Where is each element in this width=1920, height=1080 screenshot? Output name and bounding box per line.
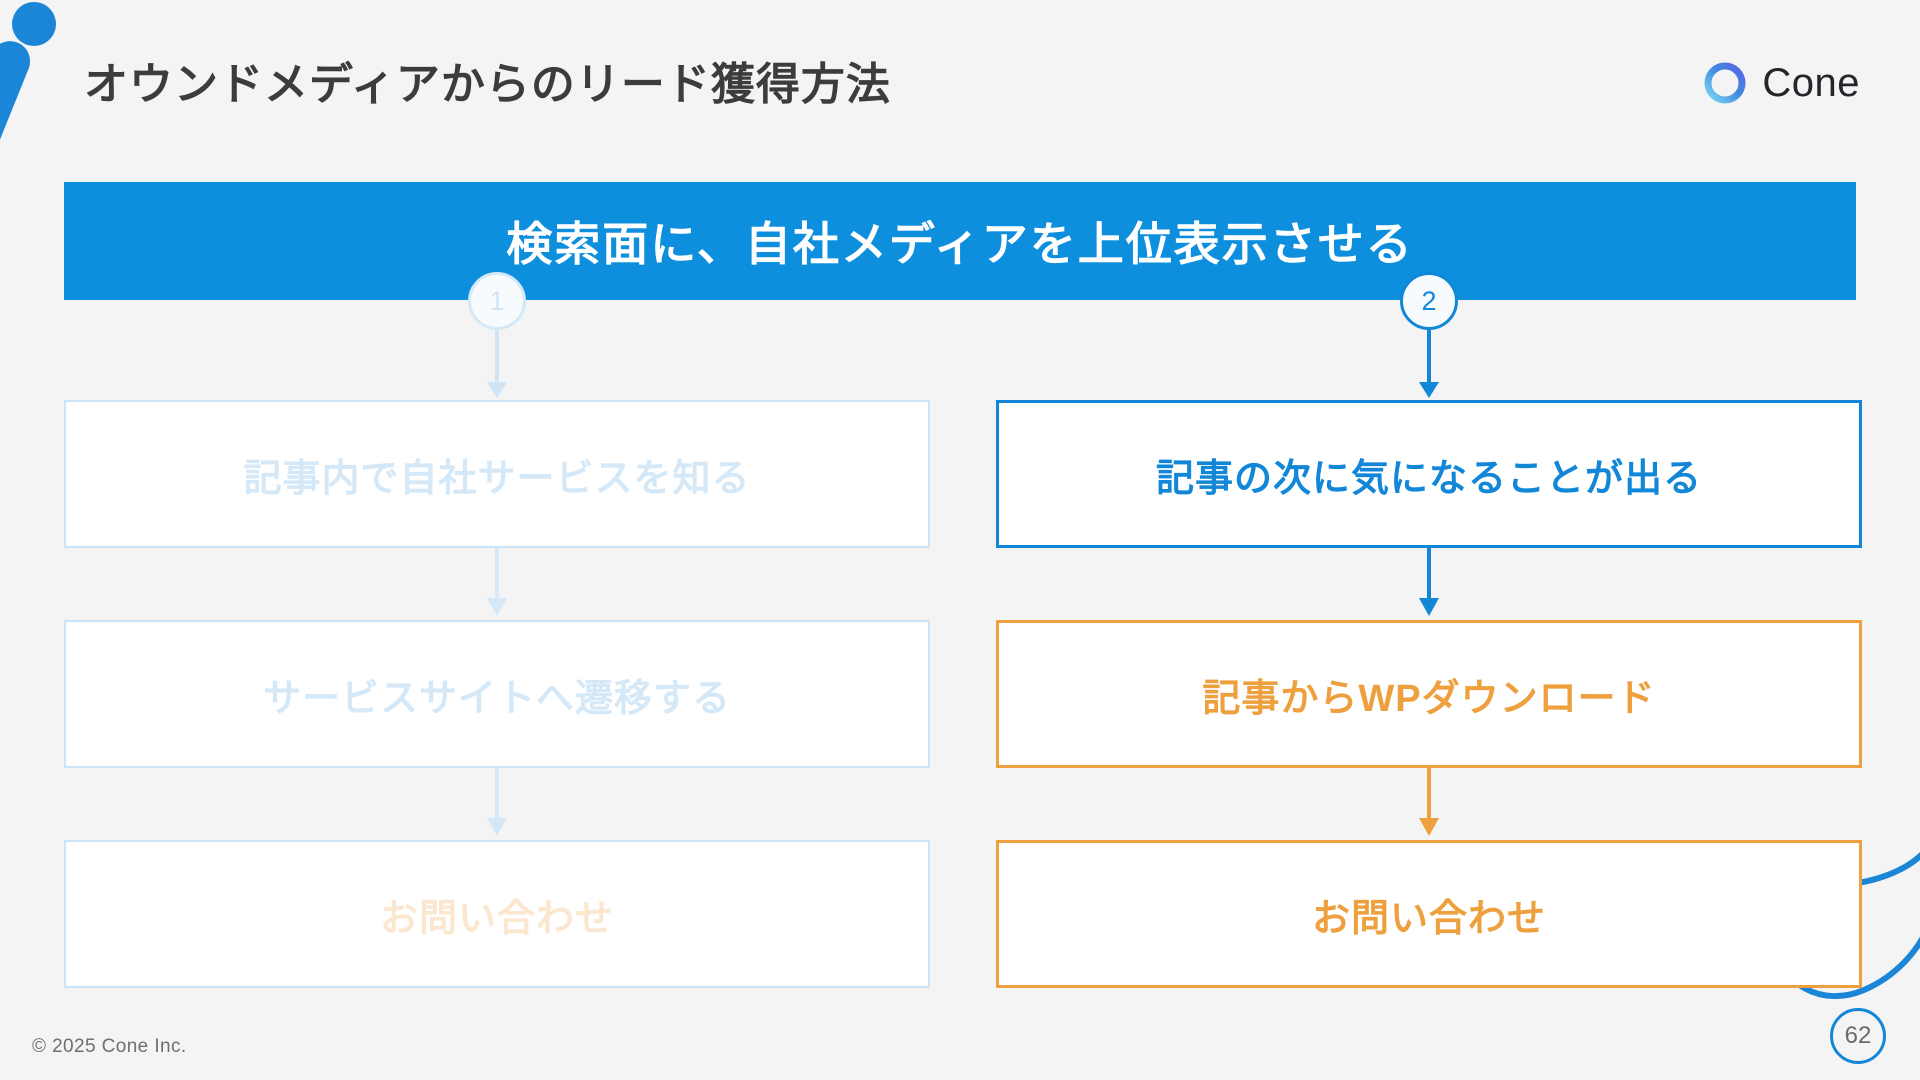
flow-1-connector-1 [64, 548, 930, 620]
flow-2-step-badge: 2 [1400, 272, 1458, 330]
down-arrow-icon [487, 548, 507, 616]
headline-banner-text: 検索面に、自社メディアを上位表示させる [506, 218, 1414, 270]
down-arrow-icon [1419, 548, 1439, 616]
page-number-badge: 62 [1830, 1008, 1886, 1064]
down-arrow-icon [1419, 768, 1439, 836]
flow-1-head: 1 [64, 272, 930, 400]
flow-1-step-1-label: 記事内で自社サービスを知る [243, 457, 751, 500]
flow-1-step-2-label: サービスサイトへ遷移する [262, 677, 731, 720]
flow-2-step-3-box[interactable]: お問い合わせ [996, 840, 1862, 988]
page-title: オウンドメディアからのリード獲得方法 [84, 60, 891, 109]
flow-2-step-3-label: お問い合わせ [1311, 897, 1546, 940]
flow-1-step-2-box[interactable]: サービスサイトへ遷移する [64, 620, 930, 768]
flow-2-step-1-box[interactable]: 記事の次に気になることが出る [996, 400, 1862, 548]
flow-2-head: 2 [996, 272, 1862, 400]
flow-2-step-2-box[interactable]: 記事からWPダウンロード [996, 620, 1862, 768]
flow-2-step-1-label: 記事の次に気になることが出る [1155, 457, 1702, 500]
flow-1-step-badge: 1 [468, 272, 526, 330]
headline-banner: 検索面に、自社メディアを上位表示させる [64, 182, 1856, 300]
flow-column-2: 2 記事の次に気になることが出る 記事からWPダウンロード お問い合わせ [996, 272, 1862, 988]
flow-2-step-2-label: 記事からWPダウンロード [1202, 677, 1656, 720]
flow-2-connector-2 [996, 768, 1862, 840]
down-arrow-icon [487, 768, 507, 836]
brand-logo: Cone [1702, 60, 1860, 106]
flow-1-step-3-label: お問い合わせ [379, 897, 614, 940]
flow-2-connector-1 [996, 548, 1862, 620]
flow-1-connector-2 [64, 768, 930, 840]
copyright-text: © 2025 Cone Inc. [32, 1036, 187, 1057]
flow-1-head-arrow-icon [487, 328, 507, 398]
flow-2-head-arrow-icon [1419, 328, 1439, 398]
flow-column-1: 1 記事内で自社サービスを知る サービスサイトへ遷移する お問い合わせ [64, 272, 930, 988]
cone-ring-icon [1704, 62, 1746, 104]
brand-name: Cone [1762, 61, 1860, 105]
flow-1-step-1-box[interactable]: 記事内で自社サービスを知る [64, 400, 930, 548]
flow-1-step-3-box[interactable]: お問い合わせ [64, 840, 930, 988]
